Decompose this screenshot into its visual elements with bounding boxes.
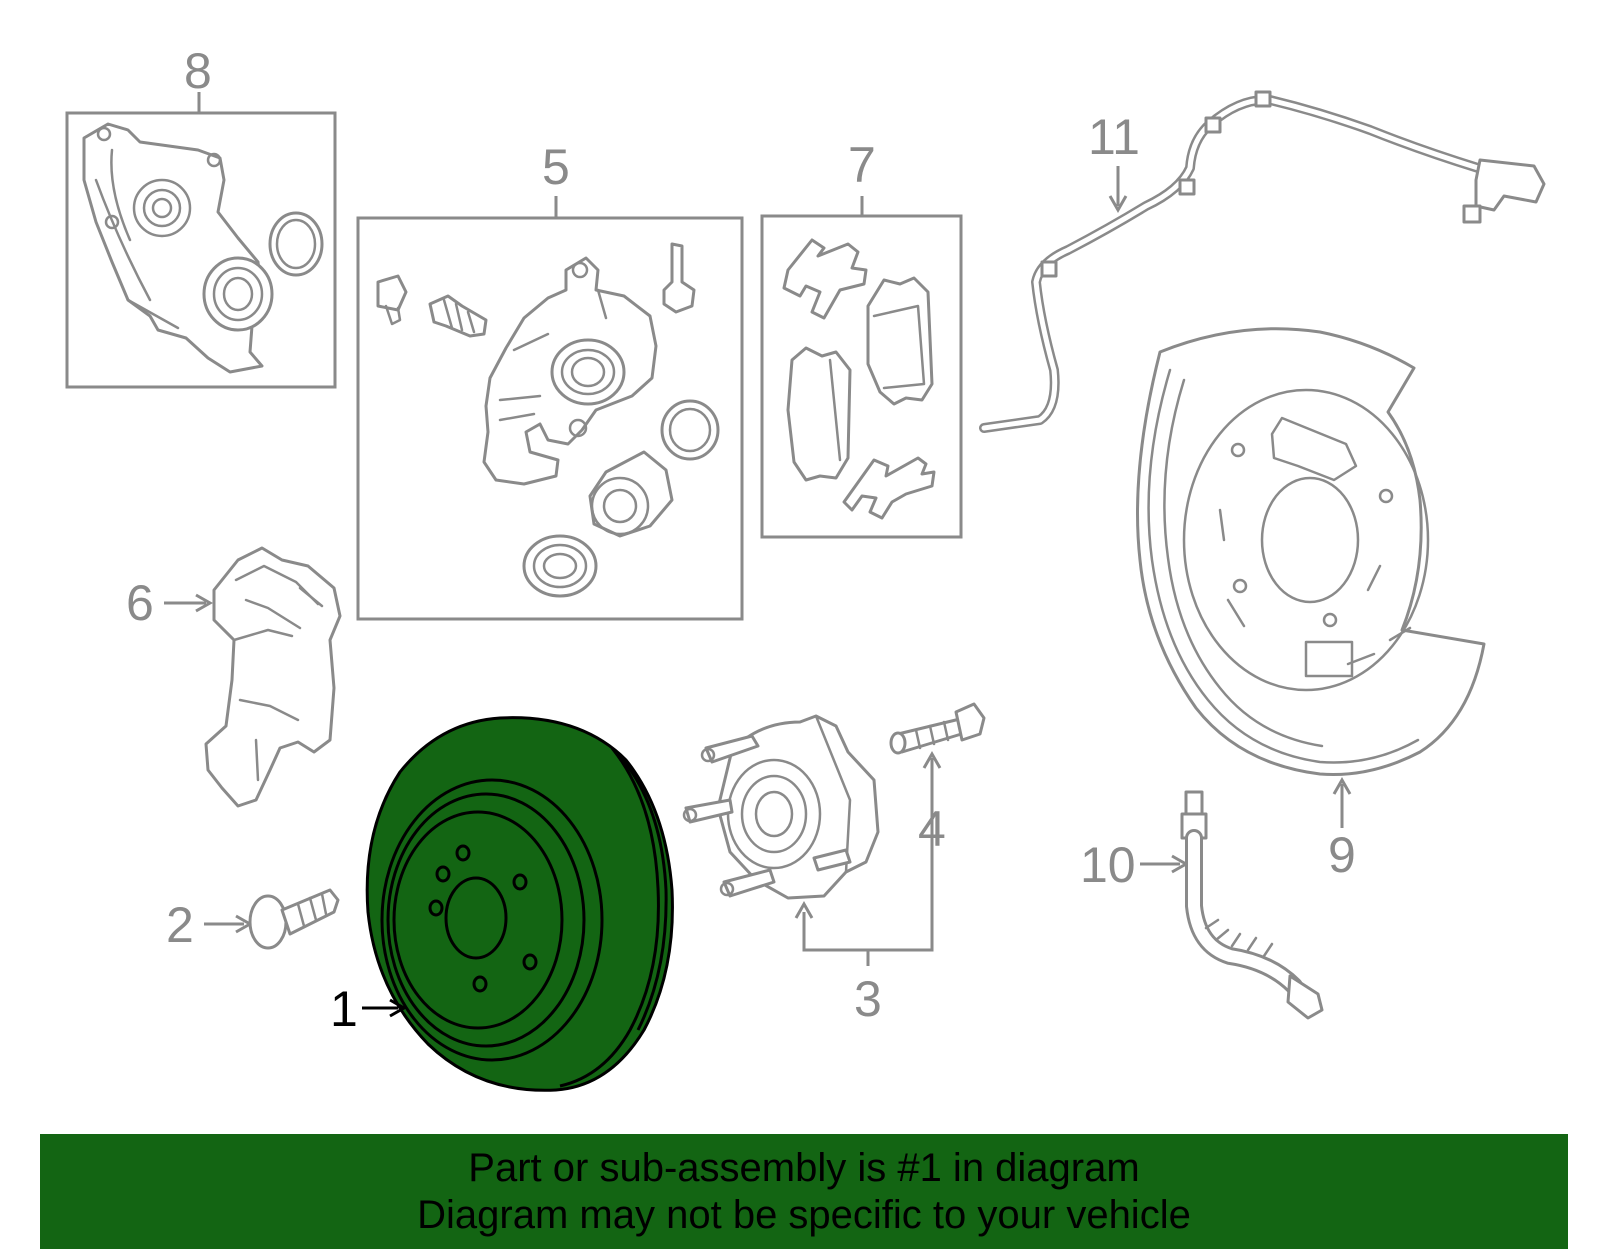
callout-10[interactable]: 10 <box>1080 837 1136 893</box>
abs-connector <box>1474 158 1546 212</box>
backing-plate <box>1136 327 1486 776</box>
part-11-group[interactable]: 11 <box>979 90 1546 433</box>
callout-11[interactable]: 11 <box>1088 109 1140 165</box>
brake-pad-inner <box>786 346 852 482</box>
banner-line-2: Diagram may not be specific to your vehi… <box>417 1192 1191 1237</box>
callout-2[interactable]: 2 <box>166 897 194 953</box>
callout-1[interactable]: 1 <box>330 981 358 1037</box>
part-8-box <box>65 111 337 389</box>
abs-wire-inner <box>981 97 1513 431</box>
part-10-group[interactable]: 10 <box>1080 790 1324 1020</box>
info-banner: Part or sub-assembly is #1 in diagram Di… <box>40 1134 1568 1249</box>
callout-6[interactable]: 6 <box>126 575 154 631</box>
caliper-bracket <box>204 546 342 808</box>
part-9-group[interactable]: 9 <box>1136 327 1486 883</box>
pad-clip-lower <box>842 456 936 520</box>
brake-hose-fitting <box>1184 790 1204 818</box>
part-6-group[interactable]: 6 <box>126 546 342 808</box>
callout-4[interactable]: 4 <box>918 801 946 857</box>
part-1-group[interactable]: 1 <box>330 716 674 1092</box>
callout-8[interactable]: 8 <box>184 43 212 99</box>
part-7-group[interactable]: 7 <box>760 137 963 539</box>
guide-bolt <box>662 242 696 314</box>
callout-7[interactable]: 7 <box>848 137 876 193</box>
part-4-group[interactable]: 4 <box>889 702 986 857</box>
callout-5[interactable]: 5 <box>542 139 570 195</box>
part-5-group[interactable]: 5 <box>356 139 744 621</box>
pad-clip-upper <box>782 238 868 320</box>
part-2-group[interactable]: 2 <box>166 888 340 953</box>
callout-3[interactable]: 3 <box>854 971 882 1027</box>
part-5-box <box>356 216 744 621</box>
callout-9[interactable]: 9 <box>1328 827 1356 883</box>
part-3-group[interactable]: 3 <box>682 714 934 1027</box>
part-8-group[interactable]: 8 <box>65 43 337 389</box>
banner-line-1: Part or sub-assembly is #1 in diagram <box>468 1145 1140 1190</box>
rotor-screw-head <box>248 894 288 950</box>
brake-pad-outer <box>866 276 934 406</box>
guide-pin-cap <box>376 274 408 312</box>
